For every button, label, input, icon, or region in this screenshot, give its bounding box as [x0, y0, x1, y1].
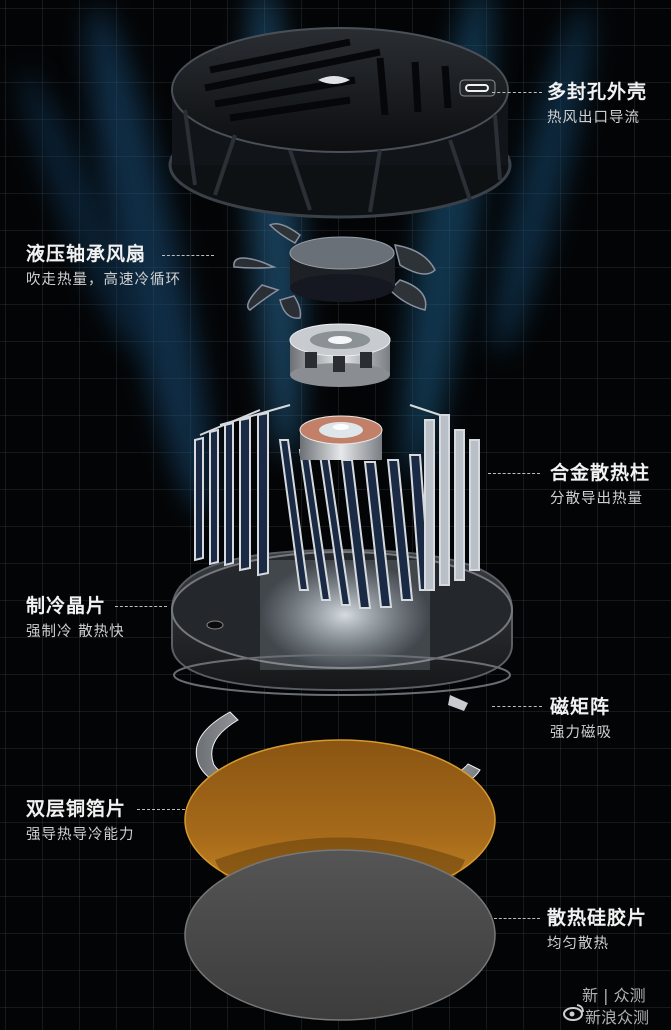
label-subtitle: 热风出口导流 — [547, 110, 640, 126]
leader-line-shell — [492, 92, 542, 93]
label-subtitle: 强导热导冷能力 — [26, 827, 135, 843]
motor-part — [299, 415, 383, 460]
bearing-part — [289, 323, 391, 387]
weibo-logo-icon — [563, 1004, 584, 1021]
label-subtitle: 强力磁吸 — [550, 725, 612, 741]
watermark-line1: 新 | 众测 — [582, 986, 646, 1005]
label-title: 制冷晶片 — [26, 595, 107, 617]
label-title: 散热硅胶片 — [547, 907, 648, 929]
leader-line-magnet — [492, 706, 542, 707]
leader-line-copper — [137, 809, 185, 810]
label-shell: 多封孔外壳 热风出口导流 — [547, 80, 647, 129]
watermark-line2: 新浪众测 — [585, 1008, 650, 1027]
leader-line-silicone — [494, 918, 540, 919]
label-subtitle: 强制冷 散热快 — [26, 624, 125, 640]
label-title: 合金散热柱 — [550, 462, 651, 484]
label-copper: 双层铜箔片 强导热导冷能力 — [26, 797, 135, 846]
label-title: 液压轴承风扇 — [26, 243, 147, 265]
label-fan: 液压轴承风扇 吹走热量，高速冷循环 — [26, 242, 181, 291]
label-subtitle: 吹走热量，高速冷循环 — [26, 272, 181, 288]
leader-line-heatsink — [488, 473, 540, 474]
shell-part — [168, 27, 512, 219]
label-title: 双层铜箔片 — [26, 798, 127, 820]
label-peltier: 制冷晶片 强制冷 散热快 — [26, 594, 125, 643]
label-magnet: 磁矩阵 强力磁吸 — [550, 695, 612, 744]
silicone-pad-part — [184, 849, 496, 1021]
leader-line-peltier — [115, 606, 167, 607]
label-title: 磁矩阵 — [550, 696, 611, 718]
fan-part — [233, 223, 436, 319]
leader-line-fan — [162, 255, 214, 256]
label-title: 多封孔外壳 — [547, 81, 648, 103]
label-heatsink: 合金散热柱 分散导出热量 — [550, 461, 650, 510]
label-subtitle: 均匀散热 — [547, 936, 609, 952]
label-silicone: 散热硅胶片 均匀散热 — [547, 906, 647, 955]
label-subtitle: 分散导出热量 — [550, 491, 643, 507]
